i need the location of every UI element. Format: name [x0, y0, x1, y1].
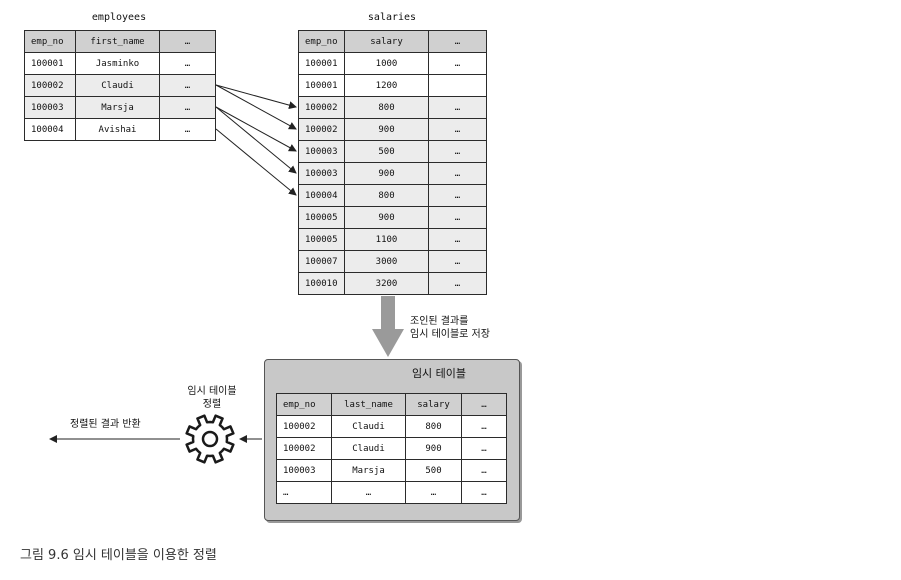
table-cell: Marsja — [331, 459, 406, 482]
table-cell: … — [461, 437, 507, 460]
figure-number: 그림 9.6 — [20, 548, 69, 563]
table-cell: 100004 — [24, 118, 76, 141]
table-cell: Marsja — [75, 96, 160, 119]
down-arrow-icon — [372, 296, 404, 357]
join-arrow — [215, 84, 297, 130]
table-cell: … — [461, 481, 507, 504]
return-label: 정렬된 결과 반환 — [70, 419, 141, 430]
column-header: emp_no — [24, 30, 76, 53]
table-cell: 100004 — [298, 184, 345, 207]
table-cell: 100003 — [276, 459, 332, 482]
temp-table-title: 임시 테이블 — [411, 367, 467, 380]
table-cell: 100003 — [24, 96, 76, 119]
table-cell: 800 — [344, 96, 429, 119]
table-cell: 100001 — [298, 52, 345, 75]
sort-label-line1: 임시 테이블 — [187, 386, 237, 397]
table-cell: 100003 — [298, 162, 345, 185]
table-cell: … — [405, 481, 462, 504]
sort-label-line2: 정렬 — [202, 399, 222, 410]
table-cell: Claudi — [331, 437, 406, 460]
join-label-line1: 조인된 결과를 — [410, 316, 469, 327]
table-cell: … — [159, 52, 216, 75]
join-arrow — [215, 106, 297, 152]
table-cell: 100010 — [298, 272, 345, 295]
join-label-line2: 임시 테이블로 저장 — [410, 329, 490, 340]
table-cell: 800 — [405, 415, 462, 438]
table-cell: … — [428, 140, 487, 163]
table-cell: … — [461, 415, 507, 438]
join-arrow — [215, 84, 297, 110]
table-cell: Claudi — [331, 415, 406, 438]
sort-label: 임시 테이블 정렬 — [172, 385, 252, 411]
column-header: emp_no — [298, 30, 345, 53]
join-arrow — [215, 106, 297, 174]
gear-icon — [185, 414, 235, 464]
join-label: 조인된 결과를 임시 테이블로 저장 — [410, 315, 490, 341]
table-cell: … — [428, 250, 487, 273]
column-header: salary — [344, 30, 429, 53]
join-arrow — [215, 128, 297, 196]
table-cell: 500 — [405, 459, 462, 482]
table-cell: … — [159, 96, 216, 119]
column-header: last_name — [331, 393, 406, 416]
table-cell: 500 — [344, 140, 429, 163]
table-cell: … — [461, 459, 507, 482]
table-cell: 900 — [344, 206, 429, 229]
table-cell: Avishai — [75, 118, 160, 141]
table-cell: 900 — [405, 437, 462, 460]
column-header: … — [461, 393, 507, 416]
figure-caption-text: 임시 테이블을 이용한 정렬 — [72, 548, 217, 563]
figure-caption: 그림 9.6 임시 테이블을 이용한 정렬 — [20, 544, 217, 563]
table-cell: … — [428, 206, 487, 229]
column-header: first_name — [75, 30, 160, 53]
table-cell: 100003 — [298, 140, 345, 163]
table-cell: … — [331, 481, 406, 504]
join-arrows — [215, 84, 297, 196]
salaries-title: salaries — [367, 12, 417, 23]
table-cell: … — [159, 74, 216, 97]
table-cell: 100002 — [276, 437, 332, 460]
table-cell: 100007 — [298, 250, 345, 273]
table-cell: … — [276, 481, 332, 504]
table-cell: 100002 — [276, 415, 332, 438]
table-cell: 1200 — [344, 74, 429, 97]
table-cell: 100005 — [298, 228, 345, 251]
employees-title: employees — [91, 12, 147, 23]
column-header: … — [428, 30, 487, 53]
table-cell: … — [428, 228, 487, 251]
table-cell: … — [159, 118, 216, 141]
column-header: emp_no — [276, 393, 332, 416]
table-cell: 900 — [344, 118, 429, 141]
table-cell: 3200 — [344, 272, 429, 295]
table-cell — [428, 74, 487, 97]
table-cell: … — [428, 184, 487, 207]
column-header: salary — [405, 393, 462, 416]
table-cell: 100002 — [24, 74, 76, 97]
table-row: ………… — [276, 481, 507, 504]
table-cell: … — [428, 272, 487, 295]
